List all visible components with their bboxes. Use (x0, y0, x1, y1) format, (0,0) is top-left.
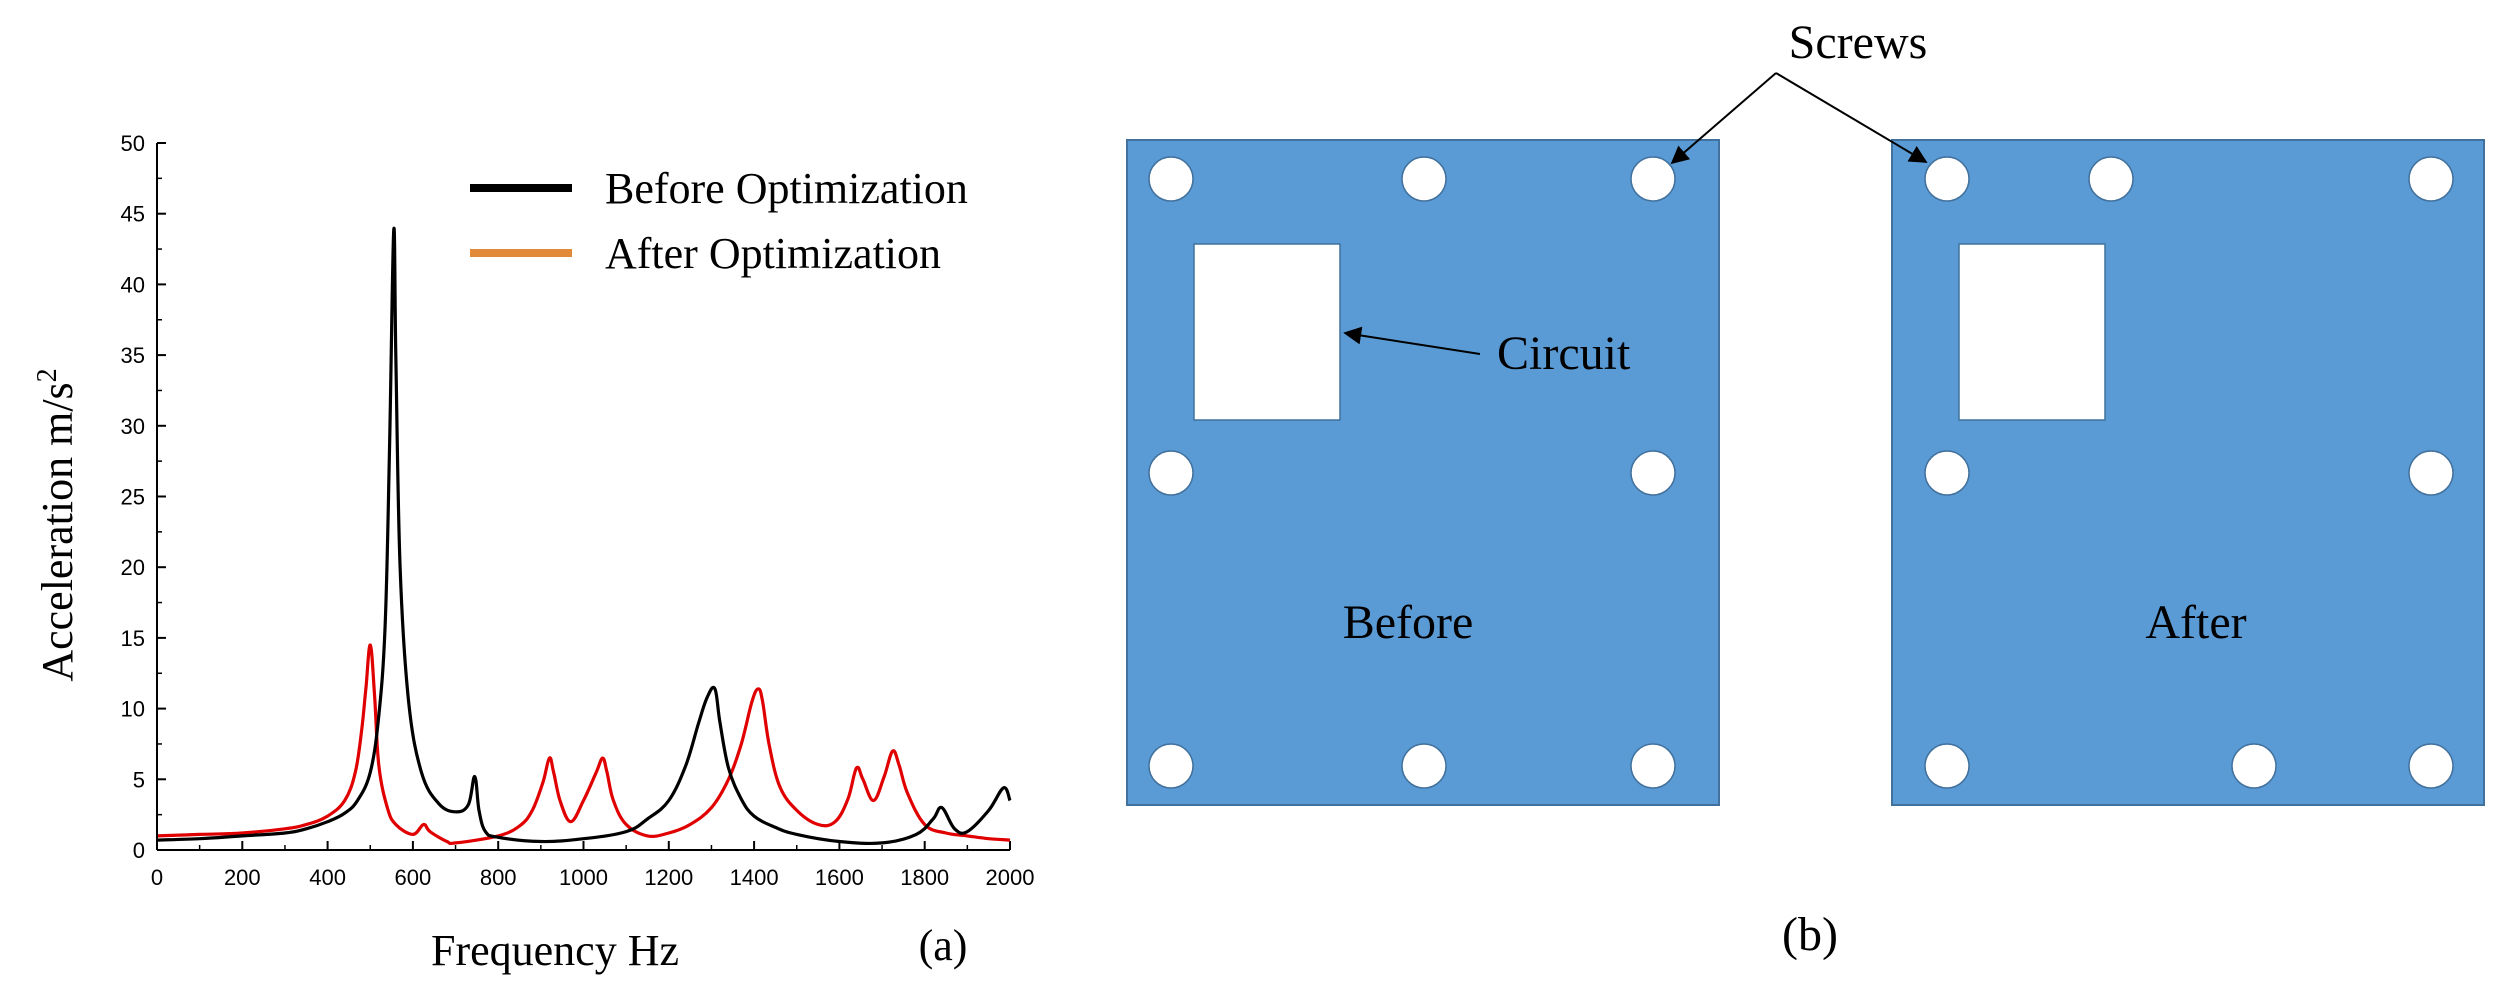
x-tick-label: 400 (309, 865, 346, 890)
circuit-label: Circuit (1497, 327, 1631, 380)
x-tick-label: 0 (151, 865, 163, 890)
y-tick-label: 15 (121, 626, 145, 651)
before-screw (1401, 743, 1447, 789)
after-plate (1891, 139, 2485, 806)
after-screw (2408, 743, 2454, 789)
before-screw (1401, 156, 1447, 202)
y-tick-label: 30 (121, 414, 145, 439)
y-axis-ticks: 0 5 10 15 20 25 30 35 40 45 50 (121, 131, 166, 863)
y-tick-label: 20 (121, 555, 145, 580)
x-axis-ticks: 0 200 400 600 800 1000 1200 1400 1600 1800 2000 (151, 841, 1035, 890)
y-tick-label: 50 (121, 131, 145, 156)
series-line-after-optimization (156, 643, 1011, 846)
before-screw (1630, 743, 1676, 789)
after-label: After (2145, 596, 2246, 649)
legend: Before Optimization After Optimization (470, 164, 968, 278)
after-screw (2408, 450, 2454, 496)
x-tick-label: 1800 (900, 865, 949, 890)
after-screw (2408, 156, 2454, 202)
after-screw (2088, 156, 2134, 202)
screws-label: Screws (1789, 16, 1928, 69)
after-panel: After (1891, 139, 2485, 806)
y-tick-label: 40 (121, 272, 145, 297)
after-screw (1924, 156, 1970, 202)
after-circuit (1958, 243, 2106, 421)
series-line-before-optimization (156, 226, 1012, 846)
after-screw (1924, 743, 1970, 789)
y-axis-label-text: Acceleration m/s (33, 382, 82, 681)
y-axis-label: Acceleration m/s2 (32, 368, 82, 681)
after-screw (1924, 450, 1970, 496)
y-axis-label-superscript: 2 (32, 368, 63, 382)
y-tick-label: 25 (121, 485, 145, 510)
y-tick-label: 45 (121, 202, 145, 227)
x-tick-label: 600 (395, 865, 432, 890)
screw-layout-diagram: Before After Screws Circuit (b) (1126, 16, 2485, 961)
x-tick-label: 1000 (559, 865, 608, 890)
before-circuit (1193, 243, 1341, 421)
x-tick-label: 200 (224, 865, 261, 890)
before-screw (1148, 743, 1194, 789)
x-tick-label: 1600 (815, 865, 864, 890)
y-tick-label: 10 (121, 697, 145, 722)
screws-arrow-before (1670, 72, 1777, 165)
chart-panel-label: (a) (919, 921, 968, 970)
legend-label-after: After Optimization (605, 229, 941, 278)
before-screw (1148, 156, 1194, 202)
x-axis-label: Frequency Hz (431, 926, 679, 975)
x-tick-label: 1400 (730, 865, 779, 890)
before-plate (1126, 139, 1720, 806)
screws-arrow-after (1775, 72, 1928, 163)
before-screw (1630, 156, 1676, 202)
y-tick-label: 0 (133, 838, 145, 863)
x-tick-label: 2000 (986, 865, 1035, 890)
x-tick-label: 1200 (644, 865, 693, 890)
series-lines (156, 226, 1012, 846)
diagram-panel-label: (b) (1782, 908, 1838, 961)
before-panel: Before (1126, 139, 1720, 806)
before-screw (1630, 450, 1676, 496)
y-tick-label: 35 (121, 343, 145, 368)
before-label: Before (1343, 596, 1474, 649)
before-screw (1148, 450, 1194, 496)
legend-label-before: Before Optimization (605, 164, 968, 213)
circuit-arrow (1343, 326, 1481, 355)
x-tick-label: 800 (480, 865, 517, 890)
y-tick-label: 5 (133, 767, 145, 792)
acceleration-chart: 0 5 10 15 20 25 30 35 40 45 50 0 200 400 600 800 1000 12… (32, 131, 1034, 975)
after-screw (2231, 743, 2277, 789)
